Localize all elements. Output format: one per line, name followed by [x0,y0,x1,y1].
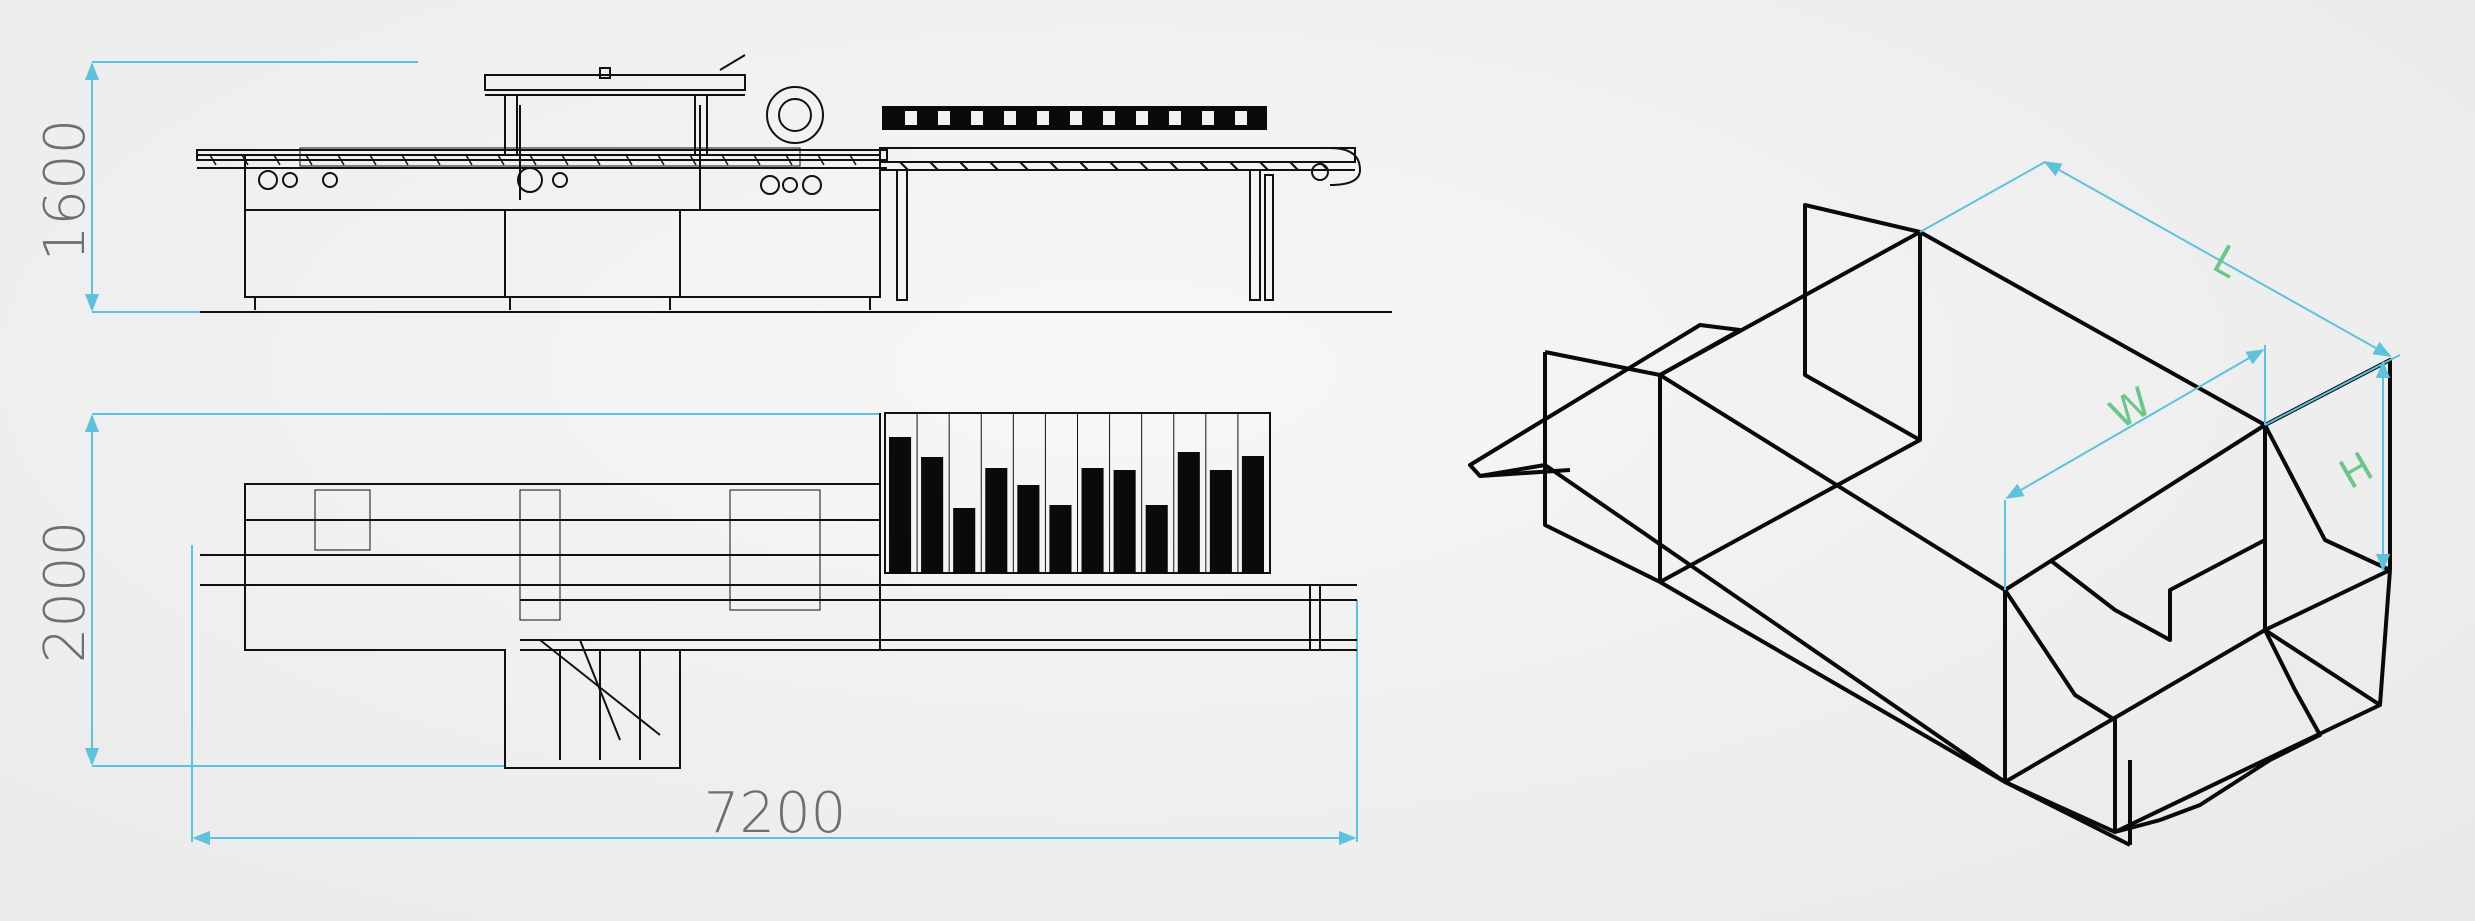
conveyor-tick [337,154,345,166]
conveyor-tick [1259,161,1269,171]
conveyor-tick [989,161,999,171]
conveyor-tick [241,154,249,166]
conveyor-ticks [209,154,1329,171]
conveyor-tick [529,154,537,166]
product-gap [971,111,983,125]
product-gap [1202,111,1214,125]
upper-frame [484,54,824,210]
product-gap [1037,111,1049,125]
carton-outline [1468,203,2392,847]
product-bar [1145,505,1168,573]
product-bar [1017,485,1040,573]
product-bar [1113,470,1136,573]
product-gap [905,111,917,125]
width-dimension: 2000 [33,413,880,767]
conveyor-tick [753,154,761,166]
conveyor-tick [209,154,217,166]
conveyor-tick [497,154,505,166]
box-length-dimension: L [1919,161,2401,361]
conveyor-tick [625,154,633,166]
product-gap [1169,111,1181,125]
length-dimension-value: 7200 [704,781,847,846]
conveyor-tick [1049,161,1059,171]
top-plan-view: 2000 7200 [33,412,1358,846]
product-stack-gaps [905,111,1247,125]
length-dimension: 7200 [191,545,1358,846]
product-bar [953,508,976,573]
side-elevation-view: 1600 [33,54,1392,313]
conveyor-tick [1109,161,1119,171]
product-gap [1070,111,1082,125]
conveyor-tick [401,154,409,166]
conveyor-tick [1139,161,1149,171]
conveyor-tick [1229,161,1239,171]
product-bar [1177,452,1200,573]
conveyor-tick [657,154,665,166]
outfeed-conveyor [879,147,1362,301]
box-height-label: H [2332,444,2381,499]
product-gap [938,111,950,125]
conveyor-tick [959,161,969,171]
conveyor-tick [561,154,569,166]
product-bar [985,468,1008,573]
conveyor-tick [1199,161,1209,171]
product-bar [1209,470,1232,573]
width-dimension-value: 2000 [33,521,98,664]
product-stack-bars [884,413,1264,573]
conveyor-tick [929,161,939,171]
product-bar [1049,505,1072,573]
box-width-dimension: W [2004,345,2266,590]
product-bar [921,457,944,573]
product-bar [1241,456,1264,573]
conveyor-tick [1319,161,1329,171]
product-gap [1103,111,1115,125]
conveyor-tick [593,154,601,166]
conveyor-tick [817,154,825,166]
machine-plan-outline [200,413,1357,769]
product-gap [1235,111,1247,125]
isometric-box-view: L W H [1468,161,2401,847]
height-dimension: 1600 [33,61,418,313]
conveyor-tick [689,154,697,166]
conveyor-tick [1289,161,1299,171]
conveyor-tick [273,154,281,166]
conveyor-tick [721,154,729,166]
product-gap [1004,111,1016,125]
conveyor-tick [1169,161,1179,171]
conveyor-tick [1019,161,1029,171]
conveyor-tick [305,154,313,166]
box-length-label: L [2205,237,2247,288]
conveyor-tick [433,154,441,166]
conveyor-tick [369,154,377,166]
conveyor-tick [1079,161,1089,171]
conveyor-tick [899,161,909,171]
product-bar [1081,468,1104,573]
product-bar [889,437,912,573]
height-dimension-value: 1600 [33,119,98,262]
product-gap [1136,111,1148,125]
conveyor-tick [465,154,473,166]
conveyor-tick [849,154,857,166]
machine-body [196,147,888,310]
conveyor-tick [785,154,793,166]
box-width-label: W [2102,379,2159,439]
